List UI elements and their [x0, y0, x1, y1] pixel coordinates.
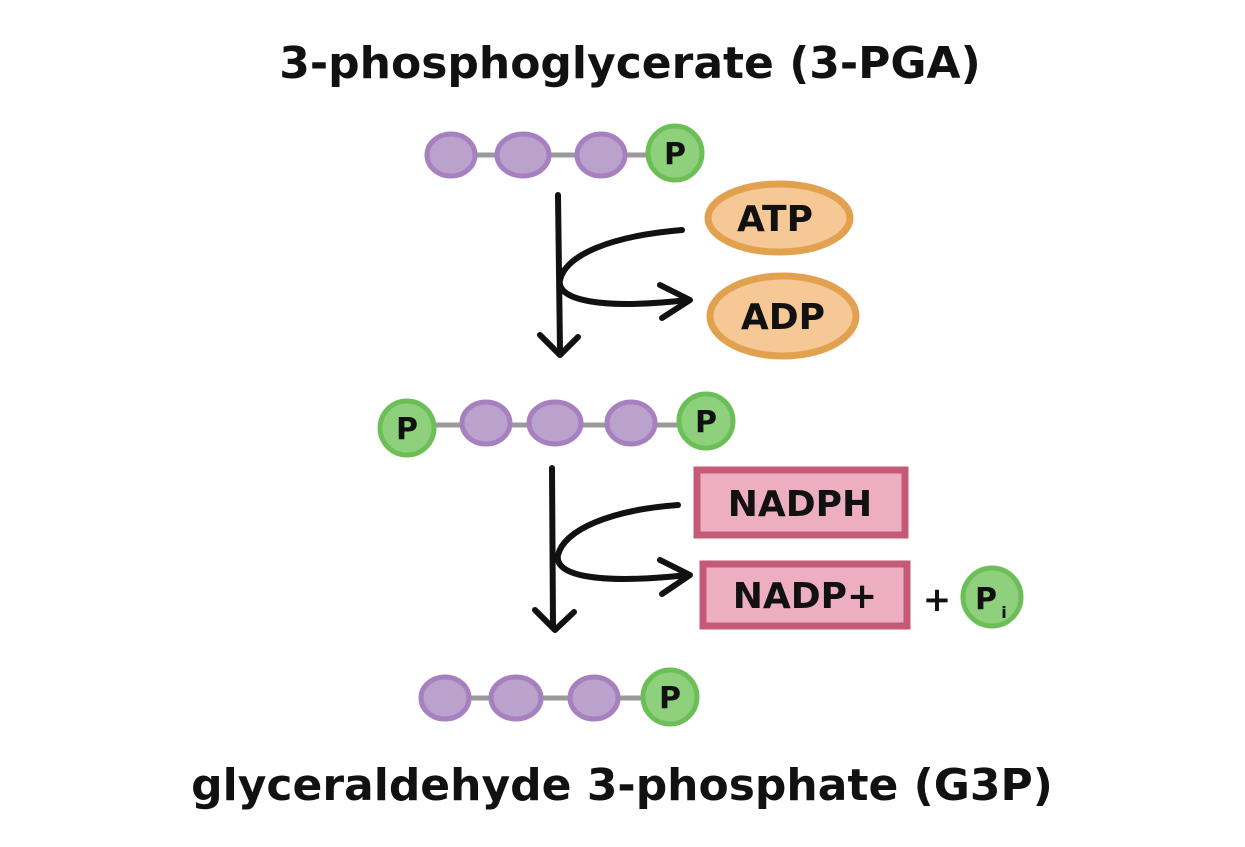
carbon-atom [526, 399, 584, 447]
carbon-atom [567, 674, 621, 722]
phosphate-group [645, 123, 705, 183]
adp-badge: ADP [706, 272, 860, 360]
carbon-atom [488, 674, 544, 722]
top-title: 3-phosphoglycerate (3-PGA) [279, 38, 980, 89]
phosphate-group [676, 391, 736, 451]
step1-arrows [537, 192, 693, 358]
nadph-label: NADPH [728, 484, 872, 525]
phosphate-label: P [396, 412, 418, 447]
plus-sign: + [923, 580, 952, 620]
main-reaction-arrow [549, 465, 556, 628]
phosphate-group [377, 398, 437, 458]
phosphate-label: P [664, 137, 686, 172]
pi-subscript: i [1001, 603, 1006, 622]
nadp-badge: NADP+ [699, 560, 911, 630]
carbon-atom [494, 131, 552, 179]
inorganic-phosphate: P i [960, 565, 1024, 629]
cofactor-curve [556, 227, 691, 307]
carbon-atom [574, 131, 628, 179]
main-reaction-arrow [555, 192, 563, 353]
pi-main-label: P [975, 582, 997, 617]
nadph-badge: NADPH [693, 466, 909, 539]
arrowhead [657, 282, 693, 321]
step2-arrows [532, 465, 693, 633]
atp-badge: ATP [704, 180, 854, 256]
carbon-atom [424, 131, 478, 179]
molecule-3pga: P [424, 123, 705, 183]
phosphate-label: P [695, 405, 717, 440]
cofactor-curve [554, 502, 691, 582]
nadp-label: NADP+ [733, 576, 877, 617]
phosphate-label: P [659, 681, 681, 716]
carbon-atom [418, 674, 472, 722]
arrowhead [532, 607, 577, 633]
molecule-g3p: P [418, 667, 700, 727]
carbon-atom [604, 399, 658, 447]
bottom-title: glyceraldehyde 3-phosphate (G3P) [191, 760, 1053, 811]
adp-label: ADP [741, 297, 825, 338]
phosphate-group [640, 667, 700, 727]
arrowhead [657, 557, 693, 597]
atp-label: ATP [737, 199, 813, 240]
carbon-atom [459, 399, 513, 447]
arrowhead [537, 332, 581, 358]
molecule-bisphosphoglycerate: P P [377, 391, 736, 458]
